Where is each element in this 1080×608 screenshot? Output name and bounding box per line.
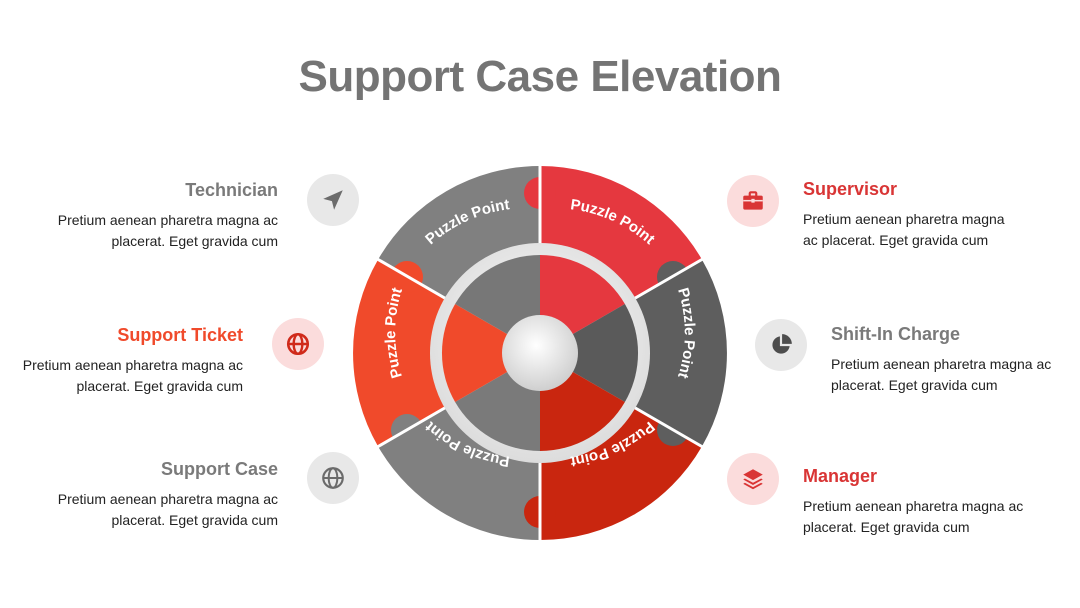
item-support-case: Support Case Pretium aenean pharetra mag… — [18, 459, 278, 531]
pie-chart-icon — [755, 319, 807, 371]
item-technician: Technician Pretium aenean pharetra magna… — [18, 180, 278, 252]
send-icon — [307, 174, 359, 226]
item-description: Pretium aenean pharetra magna ac placera… — [22, 357, 243, 394]
item-heading: Technician — [185, 180, 278, 200]
item-description: Pretium aenean pharetra magna ac placera… — [57, 212, 278, 249]
segment-label-right: Puzzle Point — [674, 286, 698, 380]
item-description: Pretium aenean pharetra magna ac placera… — [803, 498, 1024, 535]
item-support-ticket: Support Ticket Pretium aenean pharetra m… — [0, 325, 243, 397]
segment-label-left: Puzzle Point — [382, 286, 406, 380]
item-manager: Manager Pretium aenean pharetra magna ac… — [803, 466, 1063, 538]
briefcase-icon — [727, 175, 779, 227]
globe-icon — [307, 452, 359, 504]
item-heading: Support Case — [160, 459, 278, 479]
segment-left — [353, 259, 447, 447]
item-supervisor: Supervisor Pretium aenean pharetra magna… — [803, 179, 1063, 251]
center-hub — [502, 315, 578, 391]
item-heading: Support Ticket — [117, 325, 243, 345]
page-title: Support Case Elevation — [298, 52, 782, 101]
item-description: Pretium aenean pharetra magna ac placera… — [831, 356, 1052, 393]
globe-icon — [272, 318, 324, 370]
item-description: Pretium aenean pharetra magna ac placera… — [57, 491, 278, 528]
item-shift-in-charge: Shift-In Charge Pretium aenean pharetra … — [831, 324, 1080, 396]
layers-icon — [727, 453, 779, 505]
item-heading: Shift-In Charge — [831, 324, 960, 344]
item-description: Pretium aenean pharetra magna ac placera… — [803, 211, 1005, 248]
segment-top-left — [378, 166, 540, 299]
inner-wedge — [441, 304, 540, 402]
segment-right — [633, 259, 727, 447]
item-heading: Supervisor — [803, 179, 898, 199]
item-heading: Manager — [803, 466, 878, 486]
segment-top-right — [540, 166, 702, 299]
inner-wedge — [540, 304, 639, 402]
